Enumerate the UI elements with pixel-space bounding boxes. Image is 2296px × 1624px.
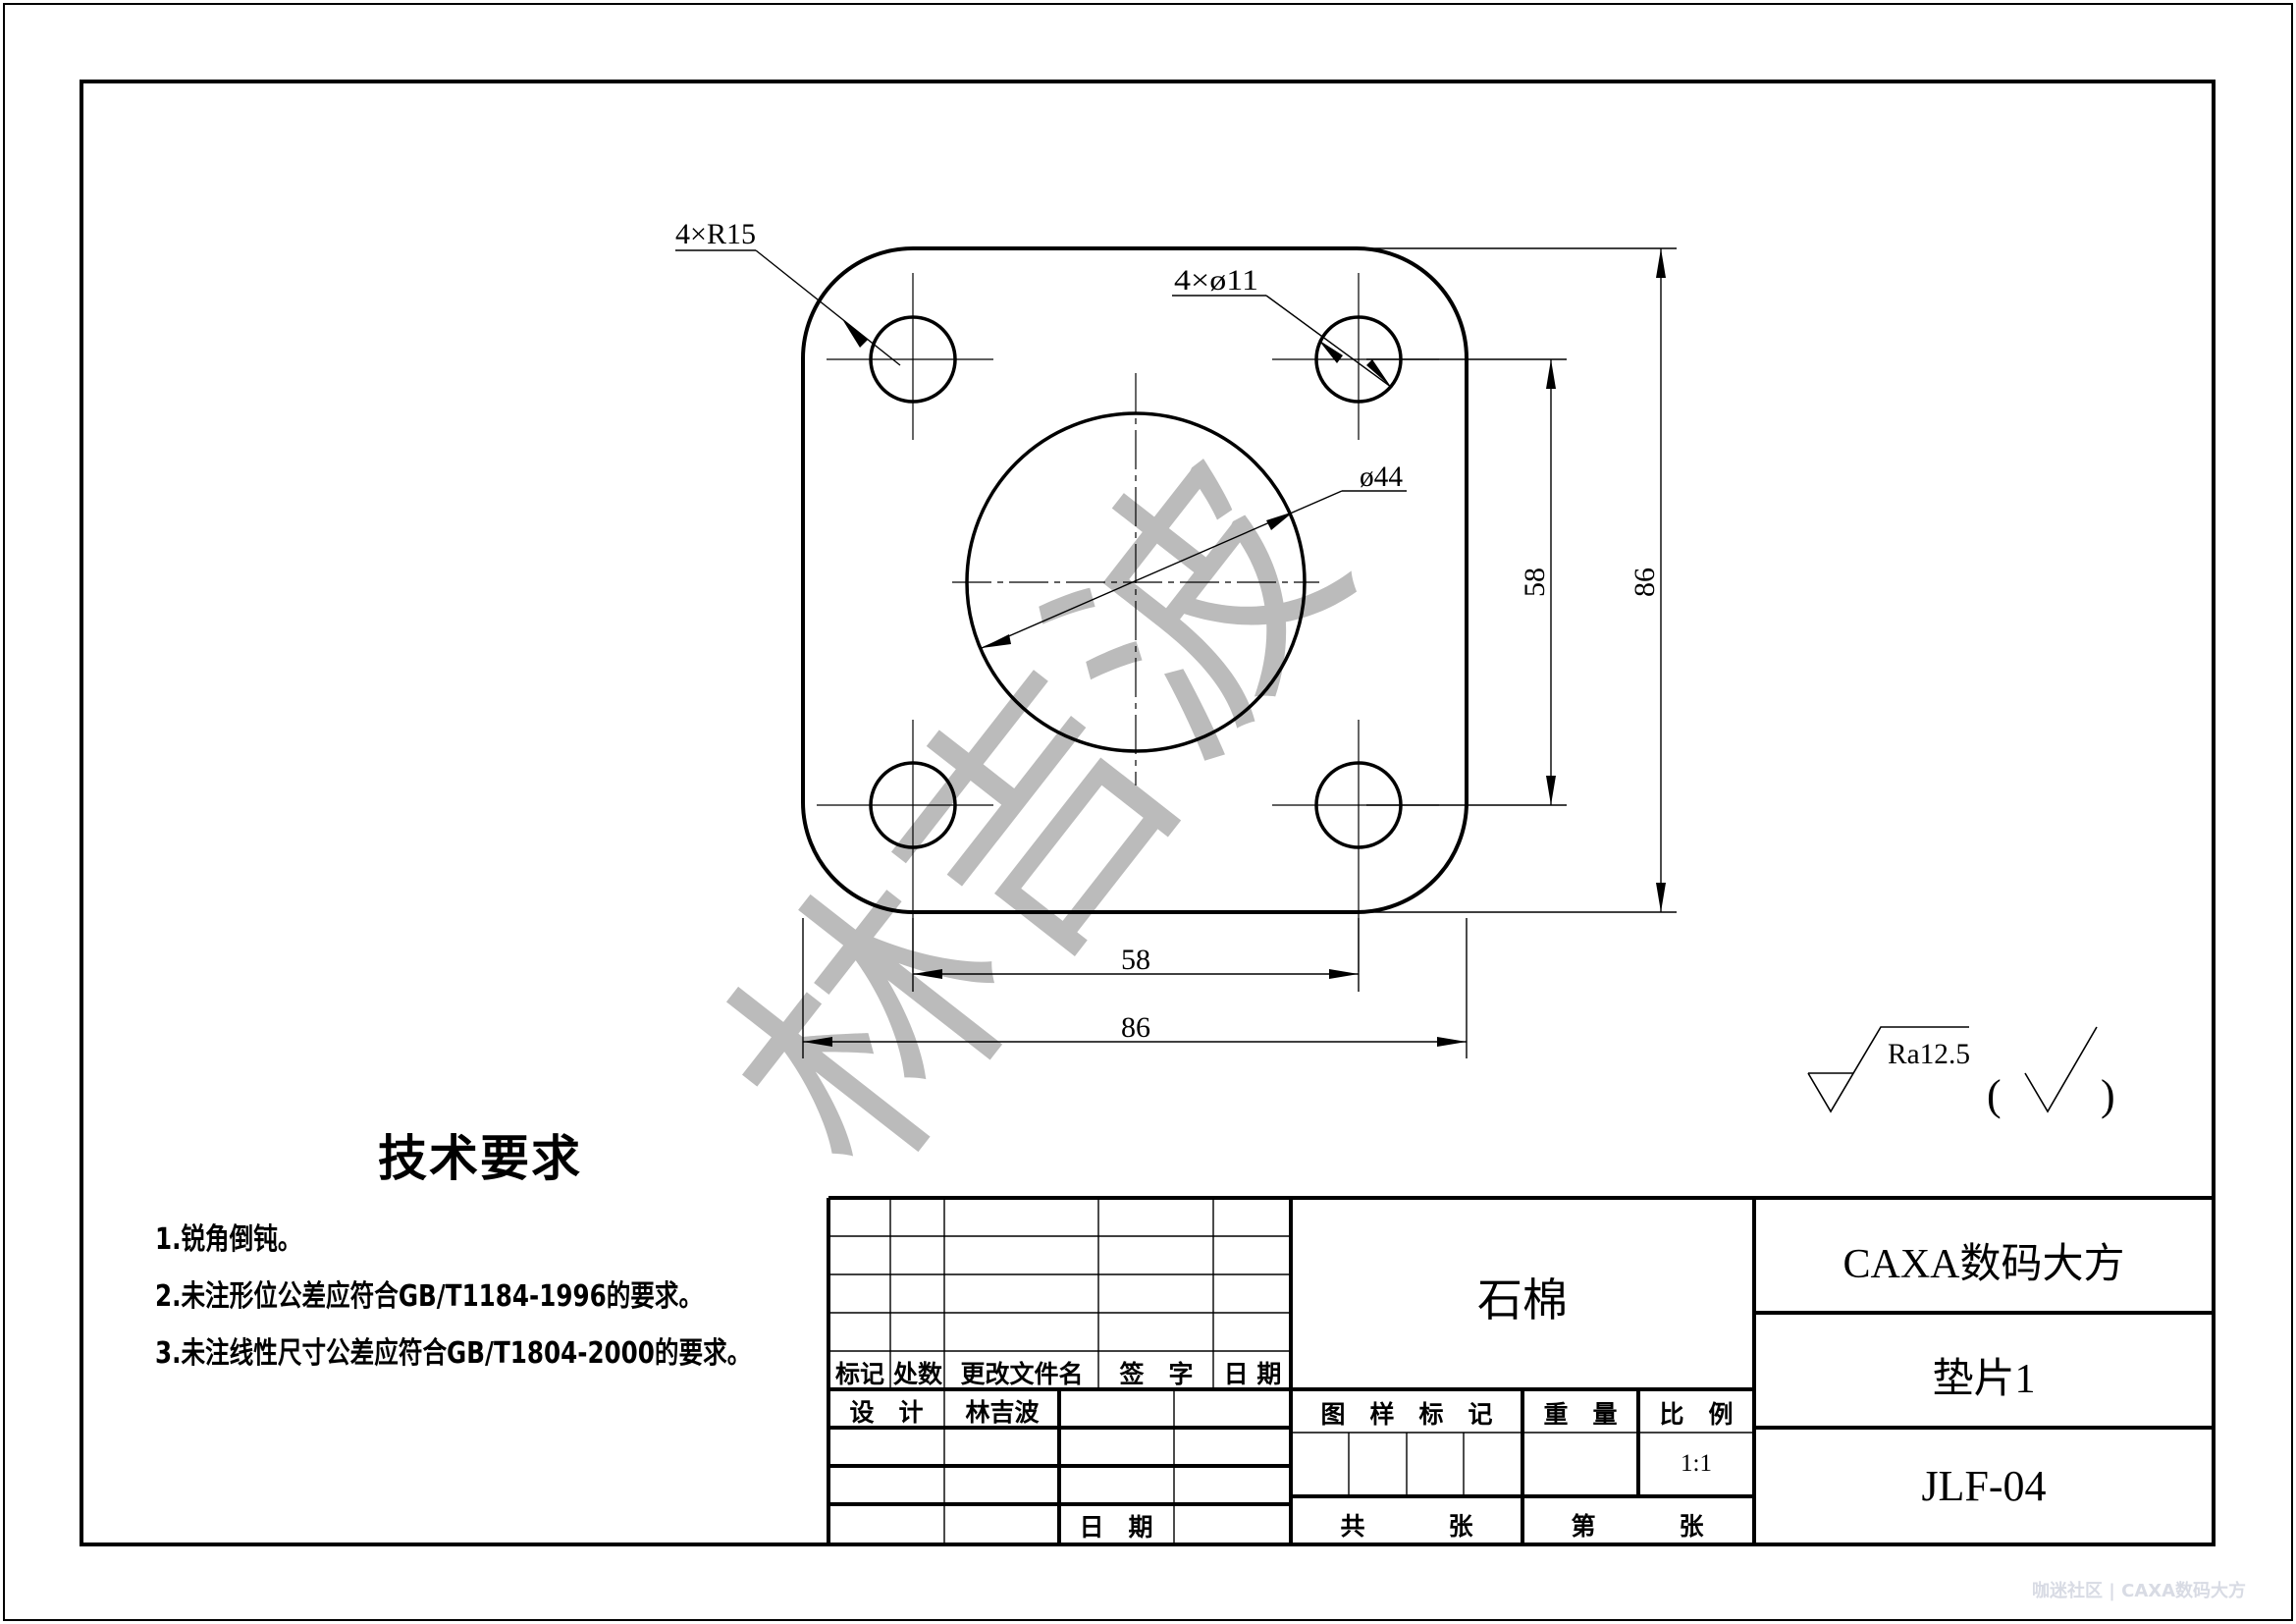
approval-date-label: 日 期 <box>1079 1513 1153 1542</box>
tech-requirement-3: 3.未注线性尺寸公差应符合GB/T1804-2000的要求。 <box>155 1336 752 1371</box>
dim-overall-width: 86 <box>1121 1011 1150 1044</box>
header-date: 日 期 <box>1223 1360 1282 1388</box>
dim-center-hole: ø44 <box>1360 460 1403 493</box>
weight-label: 重 量 <box>1543 1400 1618 1429</box>
bolt-hole-tl <box>869 315 957 404</box>
dim-small-holes: 4×ø11 <box>1174 264 1258 297</box>
dim-hole-spacing-h: 58 <box>1121 944 1150 976</box>
tech-requirement-1: 1.锐角倒钝。 <box>155 1222 302 1257</box>
tech-requirement-2: 2.未注形位公差应符合GB/T1184-1996的要求。 <box>155 1279 704 1314</box>
bolt-hole-bl <box>869 761 957 849</box>
gasket-outline <box>801 246 1468 914</box>
total-sheets-unit: 张 <box>1448 1512 1473 1541</box>
header-mark: 标记 <box>834 1360 885 1388</box>
part-name: 垫片1 <box>1932 1357 2036 1402</box>
scale-label: 比 例 <box>1659 1400 1734 1429</box>
sheet-number-label: 第 <box>1571 1512 1596 1541</box>
design-label: 设 计 <box>849 1398 924 1427</box>
header-signature: 签 字 <box>1119 1360 1194 1388</box>
pattern-mark-label: 图 样 标 记 <box>1320 1400 1493 1429</box>
center-hole <box>965 411 1307 753</box>
dim-hole-spacing-v: 58 <box>1519 568 1551 597</box>
material-name: 石棉 <box>1477 1273 1568 1326</box>
designer-name: 林吉波 <box>965 1398 1040 1427</box>
header-count: 处数 <box>892 1360 943 1388</box>
dimension-arrows <box>803 248 1666 1047</box>
technical-requirements-title: 技术要求 <box>378 1130 582 1187</box>
other-surfaces-paren-close: ) <box>2101 1071 2115 1119</box>
total-sheets-label: 共 <box>1340 1512 1365 1541</box>
outer-frame <box>3 3 2293 1621</box>
dimension-lines <box>675 247 1677 1058</box>
scale-value: 1:1 <box>1681 1450 1712 1477</box>
dim-overall-height: 86 <box>1629 568 1661 597</box>
roughness-value: Ra12.5 <box>1888 1038 1970 1070</box>
company-name: CAXA数码大方 <box>1842 1242 2125 1287</box>
title-block-grid <box>827 1196 2215 1544</box>
surface-roughness-symbol <box>1807 1026 2098 1113</box>
dim-corner-radius: 4×R15 <box>675 218 756 250</box>
footer-watermark: 咖迷社区 | CAXA数码大方 <box>2032 1581 2247 1601</box>
other-surfaces-paren-open: ( <box>1987 1071 2002 1119</box>
drawing-number: JLF-04 <box>1921 1462 2047 1510</box>
header-change-doc: 更改文件名 <box>960 1360 1084 1388</box>
svg-text:林吉波: 林吉波 <box>669 409 1403 1226</box>
drawing-border <box>80 80 2216 1546</box>
watermark-signature: 林吉波 <box>669 409 1403 1226</box>
sheet-number-unit: 张 <box>1679 1512 1704 1541</box>
